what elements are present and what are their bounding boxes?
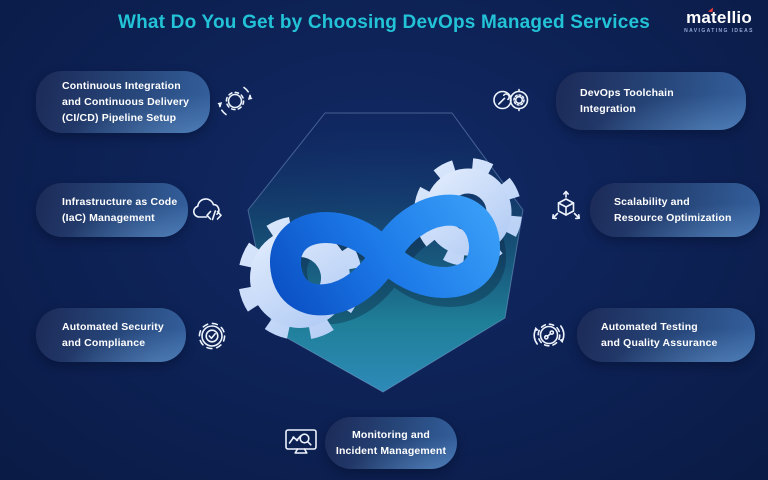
benefit-pill-toolchain: DevOps Toolchain Integration bbox=[556, 72, 746, 130]
monitoring-icon bbox=[279, 421, 323, 465]
benefit-label-line: Integration bbox=[580, 103, 636, 115]
benefit-label-line: and Continuous Delivery bbox=[62, 95, 190, 108]
benefit-pill-cicd: Continuous Integration and Continuous De… bbox=[36, 71, 210, 133]
benefit-label-line: and Compliance bbox=[62, 337, 146, 349]
benefit-label-line: Incident Management bbox=[335, 445, 447, 457]
benefit-pill-iac: Infrastructure as Code (IaC) Management bbox=[36, 183, 188, 237]
benefit-label-line: (IaC) Management bbox=[62, 212, 155, 224]
benefit-pill-monitoring: Monitoring and Incident Management bbox=[325, 417, 457, 469]
benefit-label-line: and Quality Assurance bbox=[601, 337, 718, 349]
matellio-logo: matellio NAVIGATING IDEAS bbox=[684, 9, 754, 34]
benefit-label-line: Scalability and bbox=[614, 195, 690, 208]
devops-infinity-hexagon-graphic bbox=[238, 112, 524, 393]
logo-wordmark: matellio bbox=[686, 8, 752, 27]
benefit-label-line: Monitoring and bbox=[352, 428, 430, 441]
benefit-label-line: Infrastructure as Code bbox=[62, 195, 178, 208]
page-title: What Do You Get by Choosing DevOps Manag… bbox=[117, 12, 651, 33]
benefit-pill-scalability: Scalability and Resource Optimization bbox=[590, 183, 760, 237]
logo-tagline: NAVIGATING IDEAS bbox=[684, 28, 754, 34]
benefit-label-line: Resource Optimization bbox=[614, 212, 732, 224]
benefit-pill-testing: Automated Testing and Quality Assurance bbox=[577, 308, 755, 362]
cicd-cycle-gear-icon bbox=[213, 79, 257, 123]
benefit-label-line: Automated Security bbox=[62, 320, 164, 333]
infinity-ribbon-icon bbox=[270, 194, 500, 316]
toolchain-icon bbox=[489, 78, 533, 122]
testing-gear-icon bbox=[527, 313, 571, 357]
benefit-label-line: Continuous Integration bbox=[62, 79, 181, 92]
cloud-code-icon bbox=[186, 189, 230, 233]
security-gear-icon bbox=[190, 314, 234, 358]
benefit-pill-security: Automated Security and Compliance bbox=[36, 308, 186, 362]
benefit-label-line: Automated Testing bbox=[601, 320, 698, 333]
scalability-cube-icon bbox=[544, 187, 588, 231]
benefit-label-line: (CI/CD) Pipeline Setup bbox=[62, 112, 177, 125]
benefit-label-line: DevOps Toolchain bbox=[580, 86, 674, 99]
